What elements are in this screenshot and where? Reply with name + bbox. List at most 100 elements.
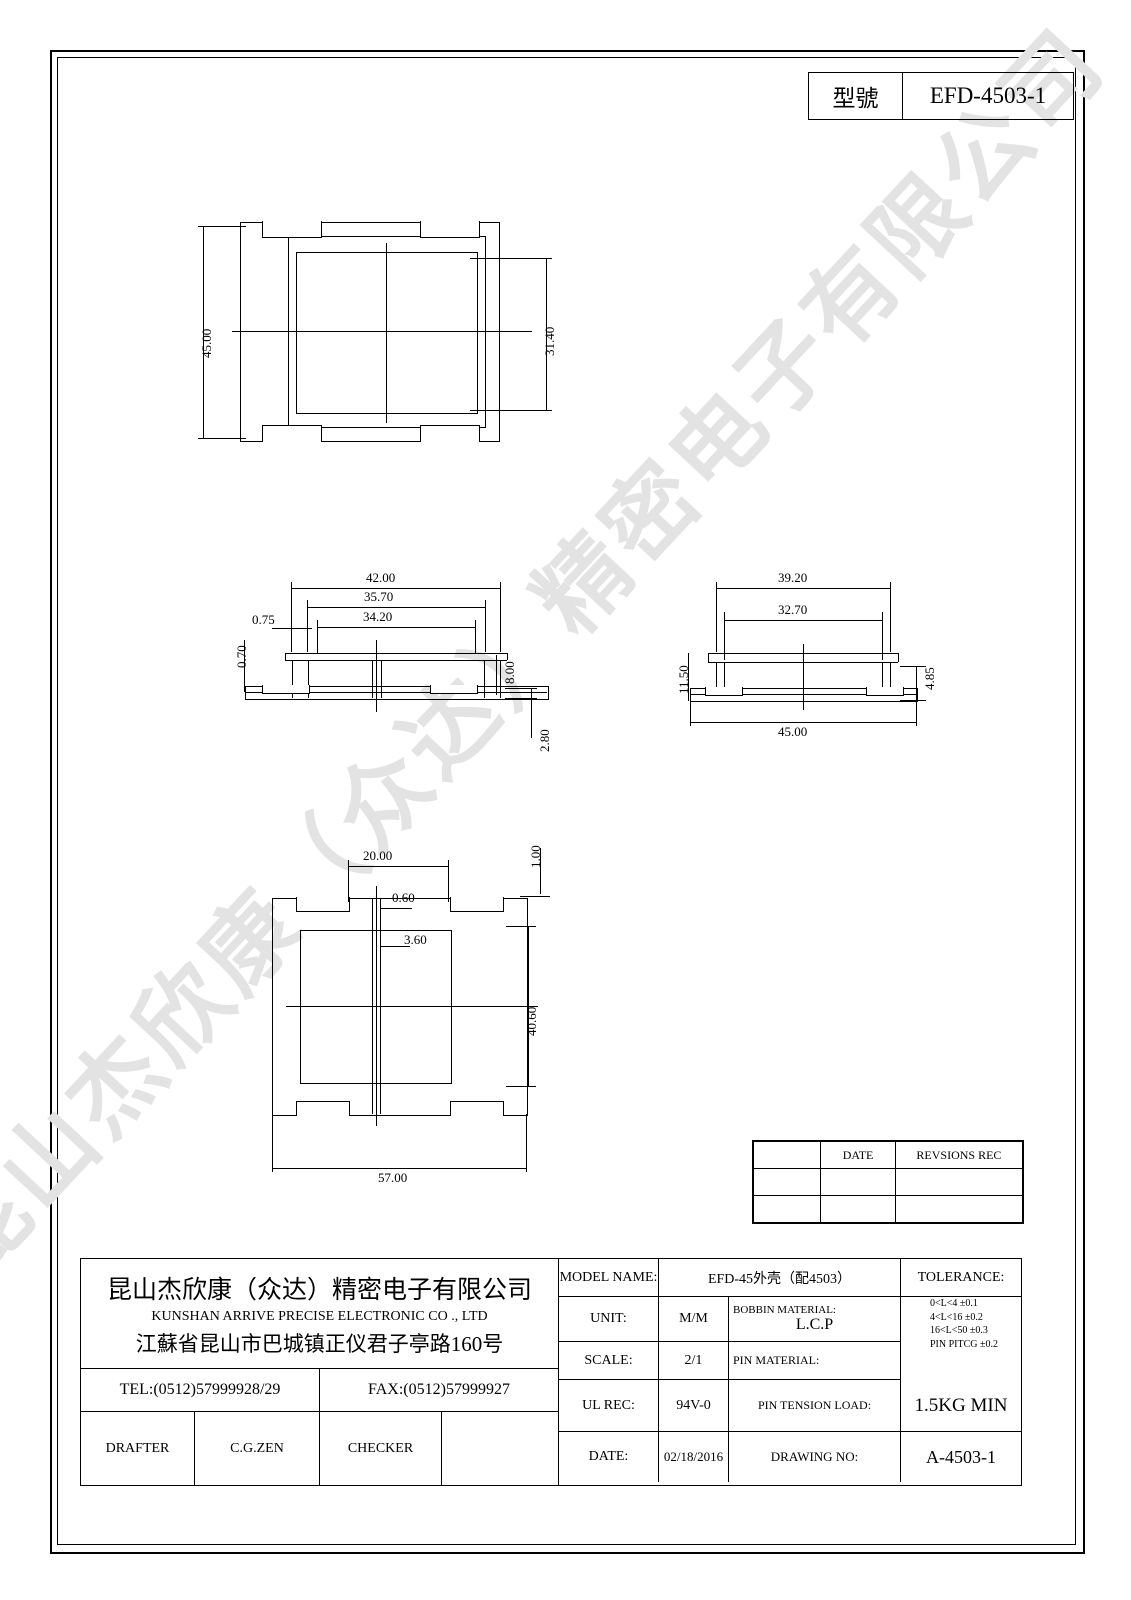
front-base-notch-left [262, 685, 310, 694]
bottom-dim-4060-line [528, 926, 529, 1086]
side-dim-3920-line [716, 588, 890, 589]
spec-row-unit: UNIT: M/M BOBBIN MATERIAL: L.C.P 0<L<4 ±… [559, 1297, 1021, 1350]
front-ext-3420-left [317, 620, 318, 654]
side-dim-485-text: 4.85 [922, 667, 937, 690]
bottom-ext-5700-right [526, 1114, 527, 1172]
title-block: 昆山杰欣康（众达）精密电子有限公司 KUNSHAN ARRIVE PRECISE… [80, 1258, 1022, 1486]
side-ext-4500-left [690, 700, 691, 726]
side-ext-3270-right [882, 612, 883, 660]
side-top-plate-left [708, 653, 709, 662]
scale-label: SCALE: [559, 1342, 659, 1380]
top-view-centerline-v [386, 243, 387, 423]
spec-row-date: DATE: 02/18/2016 DRAWING NO: A-4503-1 [559, 1432, 1021, 1482]
bottom-centerline-v [376, 886, 377, 1126]
front-wall-right [500, 660, 501, 698]
front-ext-4200-right [500, 582, 501, 652]
revision-cell [752, 1168, 822, 1196]
spec-row-ul: UL REC: 94V-0 PIN TENSION LOAD: 1.5KG MI… [559, 1380, 1021, 1432]
bottom-dim-060-leader [380, 908, 412, 909]
side-dim-485-ext-top [900, 666, 926, 667]
front-dim-3570-text: 35.70 [364, 589, 394, 604]
front-dim-800-line [496, 655, 497, 695]
front-dim-075-text: 0.75 [252, 612, 275, 627]
bottom-dim-100-line [540, 848, 541, 894]
drafter-value: C.G.ZEN [195, 1412, 320, 1486]
pin-material-label: PIN MATERIAL: [729, 1342, 901, 1380]
top-view-notch-bottom-right [420, 425, 480, 442]
side-base-notch-left [705, 687, 743, 696]
front-top-plate-top [285, 653, 507, 654]
bottom-dim-5700-line [272, 1168, 526, 1169]
side-dim-3270-text: 32.70 [778, 602, 808, 617]
date-label: DATE: [559, 1432, 659, 1482]
checker-value [442, 1412, 558, 1486]
side-leg-right-outer [890, 662, 891, 694]
side-dim-3920-text: 39.20 [778, 570, 808, 585]
front-dim-4200-text: 42.00 [366, 570, 396, 585]
front-centerline-v [376, 640, 377, 712]
title-block-right: MODEL NAME: EFD-45外壳（配4503） TOLERANCE: U… [559, 1258, 1022, 1486]
bottom-notch-bottom-left [296, 1101, 350, 1116]
unit-value: M/M [659, 1297, 729, 1342]
revision-header-date: DATE [820, 1141, 896, 1169]
bottom-outer-plate [272, 898, 528, 1116]
side-leg-left-inner [724, 662, 725, 694]
front-wall-left-inner [308, 660, 309, 698]
top-view-outer-plate [240, 222, 500, 442]
top-view-ring-outer [288, 236, 486, 428]
pin-material-value [901, 1342, 1021, 1380]
unit-label: UNIT: [559, 1297, 659, 1342]
front-ext-3420-right [475, 620, 476, 654]
bottom-ext-5700-left [272, 1114, 273, 1172]
tolerance-line-1: 0<L<4 ±0.1 [930, 1298, 978, 1309]
side-ext-3920-left [716, 582, 717, 652]
front-wall-left [292, 660, 293, 698]
dim-45-text: 45.00 [199, 328, 214, 358]
dim-3140-ext-bottom [470, 410, 552, 411]
front-dim-070-line [244, 640, 245, 692]
bottom-notch-top-right [450, 897, 504, 912]
side-dim-3270-line [724, 620, 882, 621]
revision-header-rec: REVSIONS REC [894, 1141, 1024, 1169]
front-top-plate-right [507, 653, 508, 660]
tolerance-line-3: 16<L<50 ±0.3 [930, 1325, 988, 1336]
front-ext-3570-left [307, 600, 308, 652]
dim-45-line [203, 226, 204, 438]
drawing-no-label: DRAWING NO: [729, 1432, 901, 1482]
side-dim-485-line [916, 666, 917, 700]
top-view-notch-top-left [262, 221, 322, 238]
side-ext-3270-left [724, 612, 725, 660]
revision-table: DATE REVSIONS REC [752, 1140, 1024, 1224]
revision-header-row: DATE REVSIONS REC [752, 1141, 1024, 1169]
bobbin-material-cell: BOBBIN MATERIAL: L.C.P [729, 1297, 901, 1342]
side-base-notch-right [866, 687, 904, 696]
dim-3140-text: 31.40 [542, 326, 557, 356]
sheet-border-inner [57, 57, 1076, 1545]
bobbin-material-label: BOBBIN MATERIAL: [733, 1304, 836, 1316]
front-rib-left [372, 660, 373, 698]
top-view-centerline-h [232, 331, 532, 332]
bottom-dim-5700-text: 57.00 [378, 1170, 408, 1185]
tel-value: TEL:(0512)57999928/29 [81, 1369, 320, 1411]
front-base-notch-right [430, 685, 478, 694]
side-dim-1150-line [688, 653, 689, 701]
pin-tension-label: PIN TENSION LOAD: [729, 1380, 901, 1432]
spec-row-model: MODEL NAME: EFD-45外壳（配4503） TOLERANCE: [559, 1259, 1021, 1297]
side-dim-4500-text: 45.00 [778, 724, 808, 739]
bottom-dim-2000-text: 20.00 [363, 848, 393, 863]
bottom-centerline-h [286, 1006, 538, 1007]
drawing-no-value: A-4503-1 [926, 1446, 996, 1467]
revision-cell [820, 1168, 896, 1196]
ul-rec-label: UL REC: [559, 1380, 659, 1432]
front-top-plate-bottom [285, 660, 507, 661]
revision-header-blank [752, 1141, 822, 1169]
table-row [752, 1168, 1024, 1196]
sheet-border-outer [50, 50, 1085, 1554]
front-dim-3420-text: 34.20 [363, 609, 393, 624]
front-dim-3570-line [307, 607, 485, 608]
tolerance-label: TOLERANCE: [901, 1259, 1021, 1297]
bottom-dim-100-text: 1.00 [528, 845, 543, 868]
bobbin-material-value: L.C.P [795, 1316, 834, 1333]
front-ext-4200-left [291, 582, 292, 652]
